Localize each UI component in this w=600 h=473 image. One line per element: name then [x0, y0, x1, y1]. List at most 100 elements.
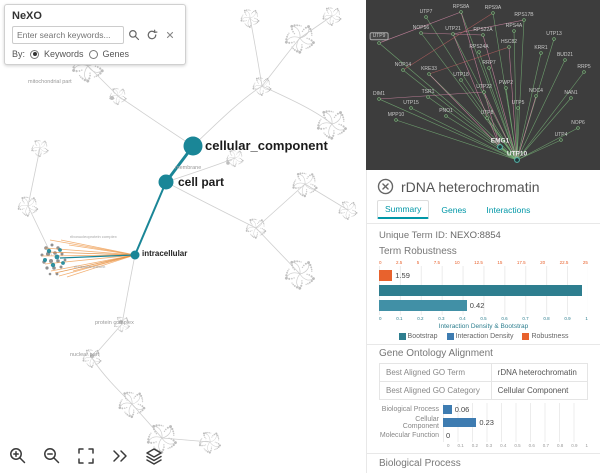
gene-label-bud21[interactable]: BUD21 — [556, 51, 574, 58]
collapse-tree-button[interactable] — [110, 446, 130, 466]
radio-keywords-label[interactable]: Keywords — [44, 49, 84, 59]
gene-label-nop6[interactable]: NOP6 — [571, 119, 585, 126]
node-label-intracellular[interactable]: intracellular — [142, 249, 188, 258]
gene-label-nop56[interactable]: NOP56 — [412, 24, 430, 31]
gene-node-utp5[interactable] — [516, 106, 520, 110]
tree-node-intracellular[interactable] — [130, 250, 140, 260]
radio-keywords[interactable] — [30, 49, 40, 59]
gene-network-view[interactable]: UTP7 RPS8A RPS9A RPS17B UTP9 NOP56 UTP21 RPS22A… — [366, 0, 600, 170]
node-label-cell-part[interactable]: cell part — [178, 175, 225, 189]
gene-node-nop6[interactable] — [576, 126, 580, 130]
gene-node-tsr1[interactable] — [426, 95, 430, 99]
radio-genes-label[interactable]: Genes — [102, 49, 130, 59]
gene-label-utp15[interactable]: UTP15 — [403, 99, 419, 106]
gene-node-emg1[interactable] — [497, 144, 503, 150]
radio-genes[interactable] — [88, 49, 98, 59]
gene-label-hsc82[interactable]: HSC82 — [500, 38, 518, 45]
gene-label-utp9[interactable]: UTP9 — [369, 32, 389, 41]
node-label-ribonucleoprotein-complex[interactable]: ribonucleoprotein complex — [70, 234, 117, 239]
gene-node-kre33[interactable] — [427, 72, 431, 76]
zoom-in-button[interactable] — [8, 446, 28, 466]
node-label-nuclear-part[interactable]: nuclear part — [70, 352, 100, 358]
gene-node-rrp5[interactable] — [582, 70, 586, 74]
gene-node-hsc82[interactable] — [507, 45, 511, 49]
gene-node-utp13[interactable] — [552, 37, 556, 41]
ontology-tree-view[interactable]: cellular_component cell part intracellul… — [0, 0, 366, 473]
gene-label-utp22[interactable]: UTP22 — [476, 83, 492, 90]
gene-label-utp13[interactable]: UTP13 — [546, 30, 562, 37]
gene-label-rps8a[interactable]: RPS8A — [452, 3, 470, 10]
zoom-out-button[interactable] — [42, 446, 62, 466]
gene-node-nop14[interactable] — [401, 68, 405, 72]
gene-node-rps9a[interactable] — [491, 11, 495, 15]
gene-label-mpp10[interactable]: MPP10 — [387, 111, 405, 118]
gene-node-dim1[interactable] — [377, 97, 381, 101]
gene-node-pno1[interactable] — [444, 114, 448, 118]
gene-label-utp4[interactable]: UTP4 — [554, 131, 568, 138]
gene-node-utp7[interactable] — [424, 15, 428, 19]
gene-label-emg1[interactable]: EMG1 — [490, 137, 510, 145]
tree-node-cellular-component[interactable] — [183, 136, 203, 156]
gene-label-utp7[interactable]: UTP7 — [419, 8, 433, 15]
tab-genes[interactable]: Genes — [433, 200, 474, 219]
gene-label-pwp2[interactable]: PWP2 — [498, 79, 514, 86]
gene-label-rrp5[interactable]: RRP5 — [577, 63, 591, 70]
gene-node-utp15[interactable] — [409, 106, 413, 110]
gene-node-rps17b[interactable] — [522, 18, 526, 22]
node-label-membrane[interactable]: membrane — [175, 165, 202, 171]
gene-label-utp18[interactable]: UTP18 — [453, 71, 469, 78]
node-label-ribosomal-subunit[interactable]: ribosomal subunit — [74, 264, 106, 269]
search-icon[interactable] — [126, 27, 142, 43]
gene-label-rps22a[interactable]: RPS22A — [473, 26, 493, 33]
gene-label-rps4a[interactable]: RPS4A — [505, 22, 523, 29]
gene-label-pno1[interactable]: PNO1 — [439, 107, 453, 114]
node-label-mitochondrial-part[interactable]: mitochondrial part — [28, 79, 72, 85]
gene-label-rrp7[interactable]: RRP7 — [482, 59, 496, 66]
gene-label-nop14[interactable]: NOP14 — [394, 61, 412, 68]
gene-node-utp4[interactable] — [559, 138, 563, 142]
gene-node-rps8a[interactable] — [459, 10, 463, 14]
node-label-cellular-component[interactable]: cellular_component — [205, 138, 328, 153]
gene-node-nan1[interactable] — [569, 96, 573, 100]
gene-node-utp21[interactable] — [451, 32, 455, 36]
gene-node-mpp10[interactable] — [394, 118, 398, 122]
gene-label-rps24a[interactable]: RPS24A — [469, 43, 489, 50]
refresh-icon[interactable] — [144, 27, 160, 43]
gene-node-krr1[interactable] — [539, 51, 543, 55]
layers-button[interactable] — [144, 446, 164, 466]
gene-node-rps22a[interactable] — [481, 33, 485, 37]
gene-label-kre33[interactable]: KRE33 — [421, 65, 437, 72]
gene-node-rps4a[interactable] — [512, 29, 516, 33]
gene-label-dim1[interactable]: DIM1 — [373, 90, 385, 97]
tab-summary[interactable]: Summary — [377, 200, 430, 219]
gene-label-utp10[interactable]: UTP10 — [506, 150, 528, 158]
clear-icon[interactable] — [162, 27, 178, 43]
gene-label-utp5[interactable]: UTP5 — [511, 99, 525, 106]
gene-label-utp8[interactable]: UTP8 — [480, 109, 494, 116]
gene-node-utp10[interactable] — [514, 157, 520, 163]
gene-node-utp22[interactable] — [482, 90, 486, 94]
gene-node-nop56[interactable] — [419, 31, 423, 35]
gene-node-rrp7[interactable] — [487, 66, 491, 70]
search-input[interactable] — [12, 26, 124, 44]
tree-node-cell-part[interactable] — [158, 174, 174, 190]
tab-interactions[interactable]: Interactions — [478, 200, 538, 219]
gene-node-rps24a[interactable] — [477, 50, 481, 54]
node-label-protein-complex[interactable]: protein complex — [95, 320, 134, 326]
gene-label-utp21[interactable]: UTP21 — [445, 25, 461, 32]
gene-label-rps17b[interactable]: RPS17B — [514, 11, 534, 18]
gene-node-utp8[interactable] — [485, 116, 489, 120]
gene-label-rps9a[interactable]: RPS9A — [484, 4, 502, 11]
gene-node-pwp2[interactable] — [504, 86, 508, 90]
gene-node-noc4[interactable] — [534, 94, 538, 98]
gene-label-krr1[interactable]: KRR1 — [534, 44, 548, 51]
tree-cluster-teal-nodes[interactable] — [43, 248, 65, 268]
fit-to-screen-button[interactable] — [76, 446, 96, 466]
gene-node-bud21[interactable] — [563, 58, 567, 62]
close-icon[interactable] — [377, 178, 394, 195]
gene-node-utp18[interactable] — [459, 78, 463, 82]
gene-label-tsr1[interactable]: TSR1 — [421, 88, 435, 95]
gene-label-nan1[interactable]: NAN1 — [564, 89, 578, 96]
gene-label-noc4[interactable]: NOC4 — [529, 87, 543, 94]
gene-node-utp9[interactable] — [377, 41, 381, 45]
